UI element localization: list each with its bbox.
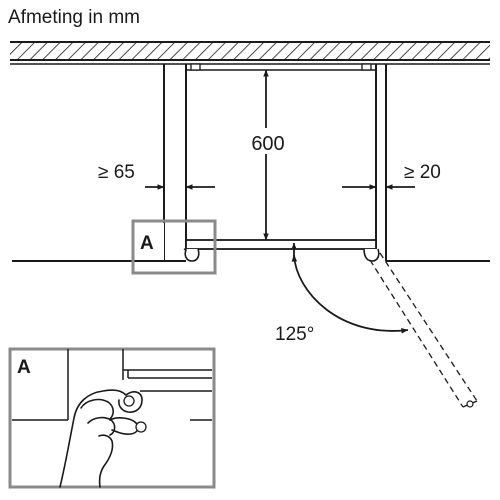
depth-label: 600 — [251, 133, 284, 155]
left-cabinet-wall — [163, 64, 187, 261]
door-closed — [183, 239, 380, 262]
depth-dimension: 600 — [244, 69, 292, 241]
caption-text: Afmeting in mm — [8, 7, 140, 28]
detail-a-marker: A — [131, 219, 217, 275]
appliance-top — [186, 63, 376, 71]
detail-inset-label: A — [17, 357, 31, 378]
detail-a-marker-label: A — [140, 233, 154, 254]
right-clearance-dimension: ≥ 20 — [342, 162, 441, 190]
right-cabinet-wall — [375, 64, 387, 261]
left-clearance-label: ≥ 65 — [98, 162, 135, 183]
countertop-hatched — [10, 41, 490, 65]
hand-illustration — [59, 389, 147, 488]
detail-a-inset: A — [8, 347, 216, 489]
door-open-dashed — [369, 252, 478, 408]
door-angle-label: 125° — [275, 324, 314, 345]
left-clearance-dimension: ≥ 65 — [98, 162, 215, 190]
door-angle-arc: 125° — [275, 254, 409, 345]
right-clearance-label: ≥ 20 — [404, 162, 441, 183]
